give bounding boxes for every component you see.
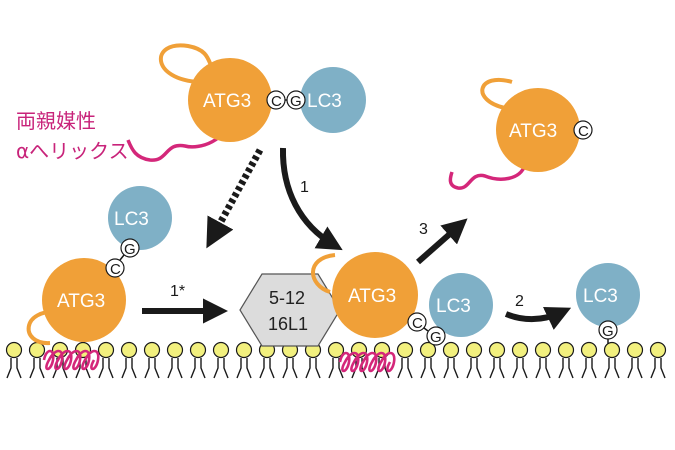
arrow-step-2: [504, 307, 572, 330]
lc3-label-middle: LC3: [436, 296, 471, 317]
gly-label: G: [290, 93, 302, 110]
step-2-label: 2: [515, 293, 524, 310]
lipid-molecule: [28, 341, 46, 379]
lipid-molecule: [557, 341, 575, 379]
lipid-molecule: [97, 341, 115, 379]
lipid-molecule: [5, 341, 23, 379]
gly-residue-left: [120, 238, 140, 258]
lipid-molecule: [465, 341, 483, 379]
lipid-molecule: [235, 341, 253, 379]
atg3-loop-released: [480, 77, 513, 110]
lc3-label: LC3: [307, 91, 342, 112]
lipid-molecule: [304, 341, 322, 379]
atg3-protein-left: [42, 258, 126, 342]
atg3-protein-middle: [332, 252, 418, 338]
lipid-molecule: [143, 341, 161, 379]
cys-label-released: C: [578, 123, 589, 140]
atg3-loop-middle: [311, 253, 336, 294]
lc3-protein-lipidated: [576, 263, 640, 327]
gly-label-left: G: [124, 241, 136, 258]
cys-label: C: [271, 93, 282, 110]
atg3-released: ATG3 C: [448, 77, 593, 190]
membrane-helix-left: [42, 349, 100, 371]
hex-label-line2: 16L1: [268, 314, 308, 334]
lipid-molecule: [212, 341, 230, 379]
hex-label-line1: 5-12: [269, 288, 305, 308]
amphipathic-helix-released: [448, 164, 527, 190]
step-3-label: 3: [419, 221, 428, 238]
atg12-atg5-atg16l1-complex: 5-12 16L1: [239, 273, 341, 347]
lc3-pe-membrane: LC3 G: [576, 263, 640, 344]
cys-label-middle: C: [412, 315, 423, 332]
atg3-label-released: ATG3: [509, 121, 557, 142]
lipid-molecule: [51, 341, 69, 379]
lipid-molecule: [166, 341, 184, 379]
helix-coil: [338, 351, 396, 373]
atg3-loop: [159, 43, 216, 84]
lipid-molecule: [419, 341, 437, 379]
atg3-label-middle: ATG3: [348, 286, 396, 307]
lipid-molecule: [281, 341, 299, 379]
atg3-lc3-membrane-middle: ATG3 LC3 C G: [311, 252, 493, 346]
lipid-molecule: [511, 341, 529, 379]
arrow-step-3: [416, 218, 468, 265]
membrane-helix-middle: [338, 351, 396, 373]
gly-residue-middle: [426, 326, 446, 346]
lipid-molecule: [534, 341, 552, 379]
lc3-protein: [300, 67, 366, 133]
step-1-label: 1: [300, 179, 309, 196]
cys-residue-left: [105, 258, 125, 278]
helix-label-line1: 両親媒性: [16, 109, 96, 133]
gly-label-lipidated: G: [602, 323, 614, 340]
lipid-molecule: [120, 341, 138, 379]
atg3-label-left: ATG3: [57, 291, 105, 312]
lipid-molecule: [396, 341, 414, 379]
helix-label-line2: αへリックス: [16, 139, 129, 163]
lipid-molecule: [258, 341, 276, 379]
atg3-lc3-conjugate-top: ATG3 LC3 C G: [126, 43, 366, 162]
lipid-molecule: [649, 341, 667, 379]
lc3-protein-middle: [429, 273, 493, 337]
atg3-label: ATG3: [203, 91, 251, 112]
atg3-protein-released: [496, 88, 580, 172]
lipid-molecule: [626, 341, 644, 379]
atg3-protein: [188, 58, 272, 142]
step-1-star-label: 1*: [170, 283, 185, 300]
hexagon: [239, 273, 341, 347]
lipid-molecule: [580, 341, 598, 379]
lc3-protein-left: [108, 186, 172, 250]
lipid-molecule: [488, 341, 506, 379]
gly-label-middle: G: [430, 329, 442, 346]
arrow-step-1: [279, 147, 343, 251]
lipid-molecule: [189, 341, 207, 379]
cys-residue-released: [573, 120, 593, 140]
lipid-molecule: [603, 341, 621, 379]
atg3-lc3-membrane-left: ATG3 LC3 C G: [26, 186, 172, 346]
lc3-label-lipidated: LC3: [583, 286, 618, 307]
membrane-bilayer: [5, 341, 667, 379]
helix-coil: [42, 349, 100, 371]
cys-label-left: C: [110, 261, 121, 278]
lipid-molecule: [442, 341, 460, 379]
amphipathic-helix-free: [126, 117, 230, 162]
cys-residue-middle: [407, 312, 427, 332]
gly-residue: [286, 90, 306, 110]
lc3-label-left: LC3: [114, 209, 149, 230]
dashed-arrow: [206, 148, 264, 249]
